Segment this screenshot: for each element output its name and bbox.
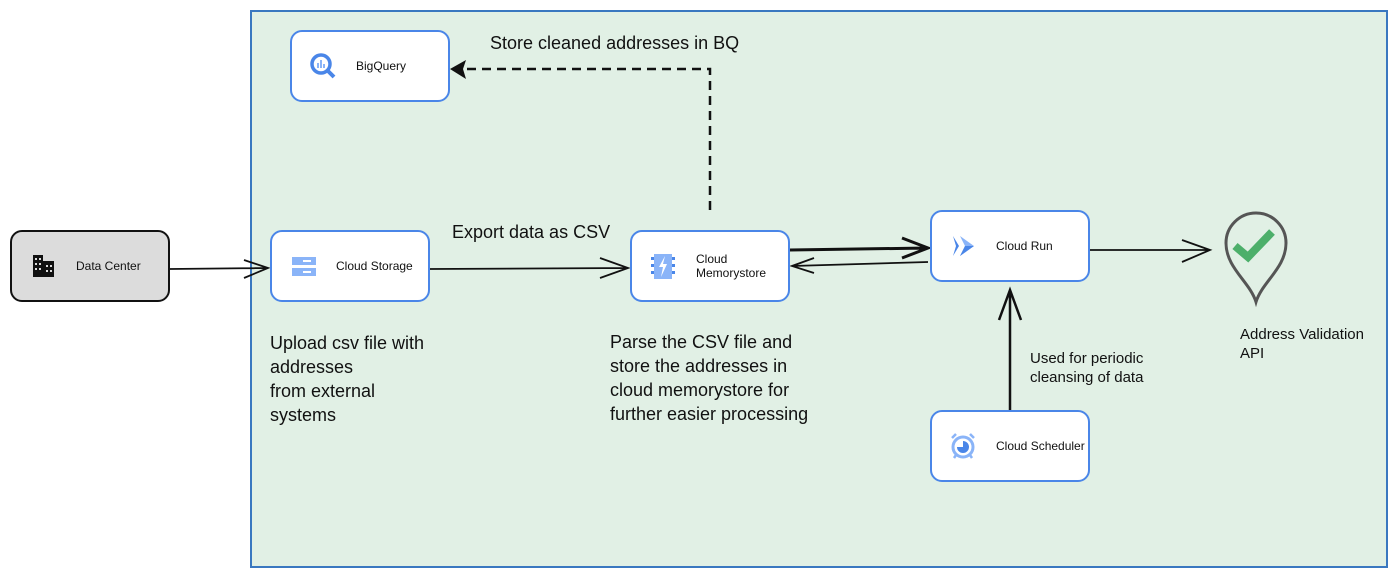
bigquery-node[interactable]: BigQuery bbox=[290, 30, 450, 102]
cloud-storage-label: Cloud Storage bbox=[336, 259, 413, 273]
arrow-storage-to-memorystore bbox=[429, 257, 631, 279]
location-pin-check-icon bbox=[1224, 211, 1288, 308]
arrow-memorystore-to-bigquery bbox=[462, 67, 712, 210]
arrow-scheduler-to-run bbox=[997, 286, 1023, 410]
export-csv-label: Export data as CSV bbox=[452, 222, 611, 242]
arrow-memorystore-to-run bbox=[789, 236, 933, 260]
cloud-storage-icon bbox=[292, 257, 316, 276]
cloud-storage-node[interactable]: Cloud Storage bbox=[270, 230, 430, 302]
cloud-scheduler-icon bbox=[951, 433, 975, 459]
arrow-datacenter-to-storage bbox=[169, 259, 271, 279]
store-bq-label: Store cleaned addresses in BQ bbox=[490, 33, 740, 53]
cloud-run-label: Cloud Run bbox=[996, 239, 1053, 253]
cloud-scheduler-node[interactable]: Cloud Scheduler bbox=[930, 410, 1090, 482]
arrow-run-to-api bbox=[1090, 239, 1213, 263]
bigquery-icon bbox=[310, 53, 336, 79]
cloud-run-node[interactable]: Cloud Run bbox=[930, 210, 1090, 282]
cloud-scheduler-label: Cloud Scheduler bbox=[996, 439, 1085, 453]
gcp-region bbox=[250, 10, 1388, 568]
arrow-head-bigquery bbox=[450, 60, 466, 79]
cloud-run-icon bbox=[953, 236, 974, 256]
data-center-node[interactable]: Data Center bbox=[10, 230, 170, 302]
bigquery-label: BigQuery bbox=[356, 59, 407, 73]
building-icon bbox=[33, 255, 54, 277]
arrow-run-to-memorystore bbox=[789, 257, 929, 274]
data-center-label: Data Center bbox=[76, 259, 141, 273]
memorystore-icon bbox=[651, 254, 675, 279]
